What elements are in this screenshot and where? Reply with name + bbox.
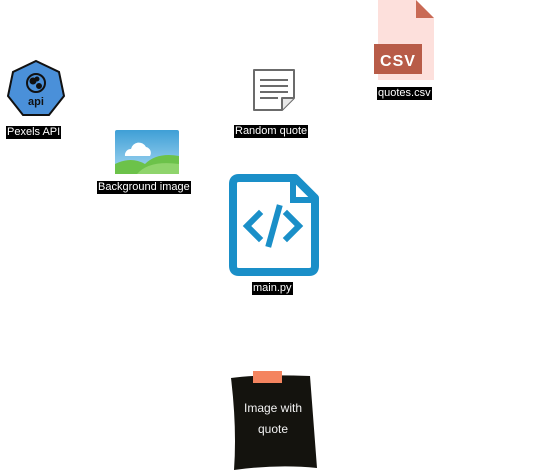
code-file-icon: [229, 174, 319, 276]
pexels-api-label: Pexels API: [6, 126, 62, 139]
pexels-api-node[interactable]: api: [6, 59, 66, 117]
output-note-node[interactable]: [228, 368, 320, 472]
api-badge-text: api: [28, 96, 44, 108]
background-image-node[interactable]: [115, 130, 179, 174]
sticky-note-icon: [231, 371, 317, 470]
csv-file-icon: CSV: [374, 0, 434, 80]
random-quote-node[interactable]: [252, 68, 296, 112]
image-icon: [115, 130, 179, 174]
main-py-node[interactable]: [229, 174, 319, 276]
output-note-text: Image with quote: [243, 401, 303, 436]
csv-file-label: quotes.csv: [377, 87, 432, 100]
main-py-label: main.py: [252, 282, 293, 295]
csv-file-node[interactable]: CSV: [372, 0, 438, 80]
csv-badge-text: CSV: [380, 53, 416, 70]
document-icon: [253, 69, 295, 111]
background-image-label: Background image: [97, 181, 191, 194]
api-icon: api: [6, 59, 66, 116]
random-quote-label: Random quote: [234, 125, 309, 138]
